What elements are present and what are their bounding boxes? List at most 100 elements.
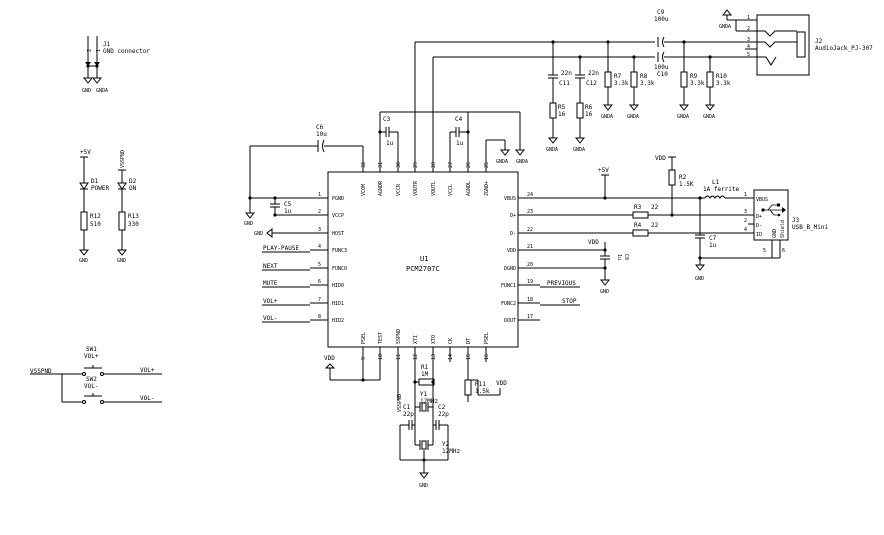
j1-pin2: 2 xyxy=(87,49,93,52)
net-vol-plus: VOL+ xyxy=(140,367,155,374)
d2-value: ON xyxy=(129,185,137,192)
power-led-branch: +5V D1 POWER R12 510 GND xyxy=(78,149,109,264)
u1-pin-num: 9 xyxy=(361,357,367,360)
on-led-branch: VSSPND D2 ON R13 330 GND xyxy=(116,150,139,264)
d1-ref: D1 xyxy=(91,178,99,185)
r1-value: 1M xyxy=(421,371,429,378)
u1-pin-name: VCOM xyxy=(361,184,367,196)
r12-value: 510 xyxy=(90,221,101,228)
u1-right-pins: 24 23 22 21 20 19 18 17 VBUS D+ D- VDD D… xyxy=(501,192,540,324)
sw2-ref: SW2 xyxy=(86,376,97,383)
usb-icon xyxy=(761,203,786,217)
r5-value: 16 xyxy=(558,111,566,118)
u1-pin-name: PGND xyxy=(332,196,344,202)
l1-value: 1A ferrite xyxy=(703,186,740,193)
c1-value: 22p xyxy=(403,411,414,418)
r10-ref: R10 xyxy=(716,73,727,80)
u1-top-nets: C3 1u C4 1u GNDA GNDA xyxy=(378,111,528,165)
y2-value: 12MHz xyxy=(442,448,460,455)
u1-pin-num: 14 xyxy=(448,354,454,360)
c8-value: 1u xyxy=(616,254,622,260)
r7-value: 3.3k xyxy=(614,80,629,87)
j3-pin-num: 4 xyxy=(744,227,747,233)
c11-value: 22n xyxy=(561,70,572,77)
r13-ref: R13 xyxy=(128,213,139,220)
d2-ref: D2 xyxy=(129,178,137,185)
gnda-label: GNDA xyxy=(677,114,689,120)
u1-pin-num: 30 xyxy=(396,162,402,168)
c12-ref: C12 xyxy=(586,80,597,87)
u1-pin-num: 24 xyxy=(527,192,533,198)
u1-pin-name: VCCL xyxy=(448,184,454,196)
r11-ref: R11 xyxy=(475,381,486,388)
u1-pin-num: 13 xyxy=(431,354,437,360)
c9-ref: C9 xyxy=(657,9,665,16)
j3-usb-mini: 1 3 2 4 5 6 VBUS D+ D- ID GND Shield J3 … xyxy=(744,189,829,259)
u1-pin-name: HID1 xyxy=(332,301,344,307)
u1-pin-num: 5 xyxy=(318,262,321,268)
net-vol-plus: VOL+ xyxy=(263,298,278,305)
j3-pin-num: 2 xyxy=(744,218,747,224)
u1-pin-num: 19 xyxy=(527,279,533,285)
u1-pin-name: HOST xyxy=(332,231,344,237)
net-mute: MUTE xyxy=(263,280,278,287)
u1-pin-name: XTO xyxy=(431,335,437,344)
u1-pin-name: HID2 xyxy=(332,318,344,324)
c10-value: 100u xyxy=(654,64,669,71)
u1-pin-num: 6 xyxy=(318,279,321,285)
gnda-label: GNDA xyxy=(573,147,585,153)
c7-ref: C7 xyxy=(709,235,717,242)
j2-pin: 5 xyxy=(747,52,750,58)
c4-value: 1u xyxy=(456,140,464,147)
j1-pin1: 1 xyxy=(96,49,102,52)
u1-top-pins: 32 31 30 29 28 27 26 25 VCOM AGNDR VCCR … xyxy=(361,42,490,196)
r2-value: 1.5K xyxy=(679,181,694,188)
u1-pin-name: D+ xyxy=(510,213,516,219)
u1-pin-name: PSEL xyxy=(361,332,367,344)
vdd-label: VDD xyxy=(324,355,335,362)
u1-pin-name: VOUTL xyxy=(431,181,437,196)
j2-pin: 2 xyxy=(747,26,750,32)
u1-pin-num: 2 xyxy=(318,209,321,215)
u1-pin-num: 3 xyxy=(318,227,321,233)
u1-pin-num: 15 xyxy=(466,354,472,360)
u1-pin-num: 23 xyxy=(527,209,533,215)
sw2-value: VOL- xyxy=(84,383,98,390)
r4-value: 22 xyxy=(651,222,659,229)
j2-pin: 3 xyxy=(747,37,750,43)
r3-ref: R3 xyxy=(634,204,642,211)
gnda-label: GNDA xyxy=(516,159,528,165)
c6-value: 10u xyxy=(316,131,327,138)
j3-value: USB_B_Mini xyxy=(792,224,829,231)
gnda-label: GNDA xyxy=(496,159,508,165)
r7-ref: R7 xyxy=(614,73,622,80)
u1-pin-name: HID0 xyxy=(332,283,344,289)
l1-ref: L1 xyxy=(712,179,720,186)
u1-pin-num: 10 xyxy=(378,354,384,360)
u1-pin-num: 7 xyxy=(318,297,321,303)
u1-pin-num: 29 xyxy=(413,162,419,168)
u1-pin-num: 27 xyxy=(448,162,454,168)
j2-ref: J2 xyxy=(815,38,823,45)
u1-pin-num: 12 xyxy=(413,354,419,360)
u1-left-nets: C6 10u GND C5 1u GND PLAY-PAUSE NEXT MUT… xyxy=(244,124,364,323)
plus5v-label: +5V xyxy=(80,149,91,156)
u1-bottom-pins: 9 10 11 12 13 14 15 16 PSEL TEST SSPND X… xyxy=(361,329,490,382)
d1-value: POWER xyxy=(91,185,109,192)
c6-ref: C6 xyxy=(316,124,324,131)
u1-pin-name: D- xyxy=(510,231,516,237)
u1-pin-name: VCCR xyxy=(396,183,402,196)
gnda-label: GNDA xyxy=(703,114,715,120)
j3-pin-name: D+ xyxy=(756,214,762,220)
u1-pin-num: 4 xyxy=(318,244,321,250)
gnda-label: GNDA xyxy=(601,114,613,120)
r10-value: 3.3k xyxy=(716,80,731,87)
c5-value: 1u xyxy=(284,208,292,215)
net-vol-minus: VOL- xyxy=(140,395,154,402)
c4-ref: C4 xyxy=(455,116,463,123)
gnd-label: GND xyxy=(419,483,428,489)
u1-pin-name: DT xyxy=(466,338,472,344)
vsspnd-label: VSSPND xyxy=(30,368,52,375)
c8-ref: C8 xyxy=(623,254,629,260)
u1-ref: U1 xyxy=(420,255,428,263)
